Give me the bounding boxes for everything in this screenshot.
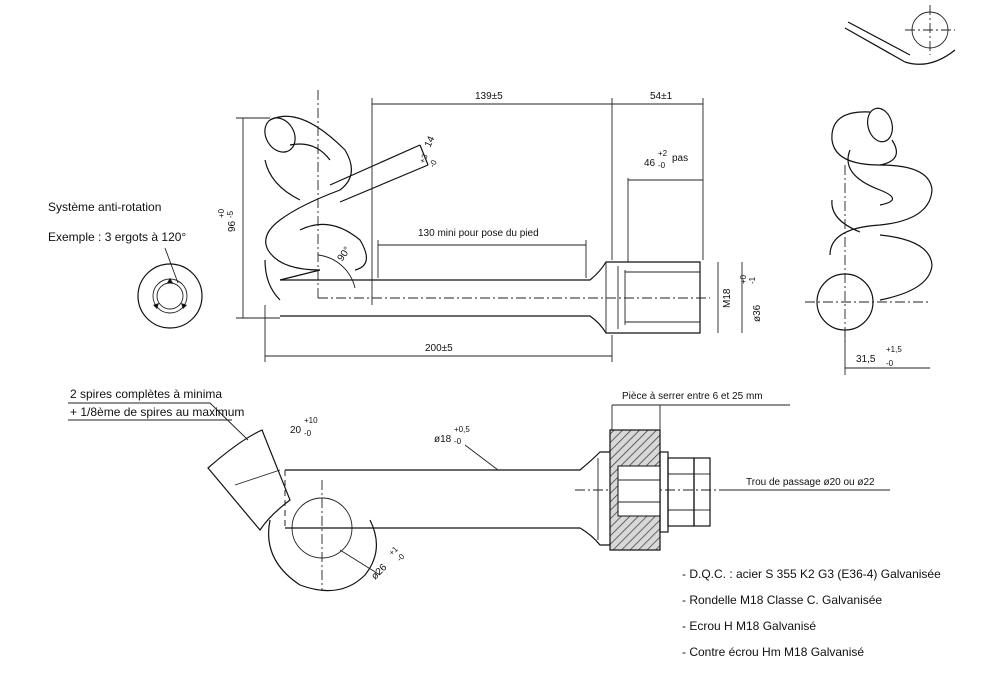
spec-item: - D.Q.C. : acier S 355 K2 G3 (E36-4) Gal…	[682, 567, 941, 581]
bottom-assembly-view: Pièce à serrer entre 6 et 25 mm Trou de …	[68, 387, 890, 592]
dim-14-tol-up: +3	[418, 152, 430, 165]
dim-20-tol-down: -0	[304, 429, 312, 438]
note-spires-line1: 2 spires complètes à minima	[70, 387, 222, 401]
main-front-view: 139±5 54±1 46 +2 -0 pas 96 +0 -5 14 +3 -…	[217, 90, 763, 362]
dim-18-tol-up: +0,5	[454, 425, 470, 434]
dim-36-tol-up: +0	[739, 274, 748, 284]
note-spires-line2: + 1/8ème de spires au maximum	[70, 405, 244, 419]
dim-18-tol-down: -0	[454, 437, 462, 446]
dim-14: 14	[423, 134, 438, 149]
dim-31-5-tol-down: -0	[886, 359, 894, 368]
dim-46-suffix: pas	[672, 153, 688, 164]
dim-139: 139±5	[475, 91, 503, 102]
dim-96-tol-down: -5	[226, 210, 235, 218]
dim-20: 20	[290, 425, 302, 436]
dim-m18: M18	[722, 288, 733, 308]
right-side-view: 31,5 +1,5 -0	[805, 107, 933, 375]
specs-list: - D.Q.C. : acier S 355 K2 G3 (E36-4) Gal…	[682, 567, 941, 659]
note-piece: Pièce à serrer entre 6 et 25 mm	[622, 391, 763, 402]
anti-rotation-example: Exemple : 3 ergots à 120°	[48, 230, 186, 244]
dim-46: 46	[644, 158, 656, 169]
dim-31-5: 31,5	[856, 354, 876, 365]
dim-46-tol-down: -0	[658, 161, 666, 170]
spec-item: - Ecrou H M18 Galvanisé	[682, 619, 816, 633]
top-right-partial-view	[844, 5, 956, 65]
dim-20-tol-up: +10	[304, 416, 318, 425]
angle-90: 90°	[336, 245, 354, 264]
spec-item: - Rondelle M18 Classe C. Galvanisée	[682, 593, 882, 607]
dim-36: ø36	[752, 304, 763, 322]
dim-36-tol-down: -1	[748, 276, 757, 284]
dim-96: 96	[227, 220, 238, 232]
dim-54: 54±1	[650, 91, 673, 102]
dim-14-tol-down: -0	[428, 158, 439, 169]
dim-130-mini: 130 mini pour pose du pied	[418, 228, 539, 239]
spec-item: - Contre écrou Hm M18 Galvanisé	[682, 645, 864, 659]
dim-200: 200±5	[425, 343, 453, 354]
note-trou: Trou de passage ø20 ou ø22	[746, 477, 875, 488]
dim-46-tol-up: +2	[658, 149, 668, 158]
anti-rotation-detail: Système anti-rotation Exemple : 3 ergots…	[48, 200, 203, 329]
dim-26: ø26	[369, 562, 389, 582]
anti-rotation-title: Système anti-rotation	[48, 200, 161, 214]
dim-18: ø18	[434, 434, 452, 445]
dim-96-tol-up: +0	[217, 208, 226, 218]
dim-31-5-tol-up: +1,5	[886, 345, 902, 354]
dim-26-tol-down: -0	[395, 552, 407, 564]
